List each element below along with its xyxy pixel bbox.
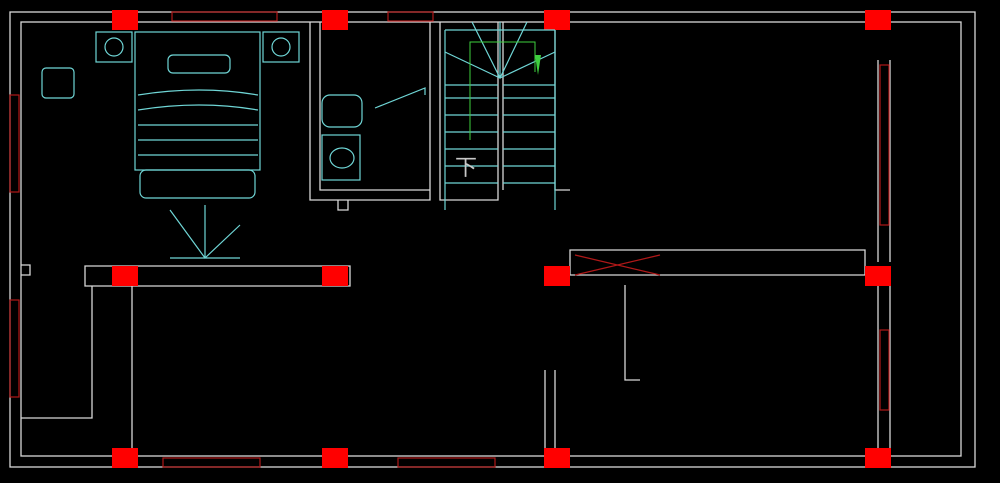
stair-down-label: 下 (455, 156, 478, 181)
staircase (444, 21, 556, 210)
bedroom-furniture (41, 31, 300, 259)
outer-walls (9, 11, 976, 468)
interior-walls (21, 22, 891, 456)
columns (112, 10, 891, 468)
bathroom-fixtures (321, 87, 426, 181)
windows (9, 11, 890, 468)
